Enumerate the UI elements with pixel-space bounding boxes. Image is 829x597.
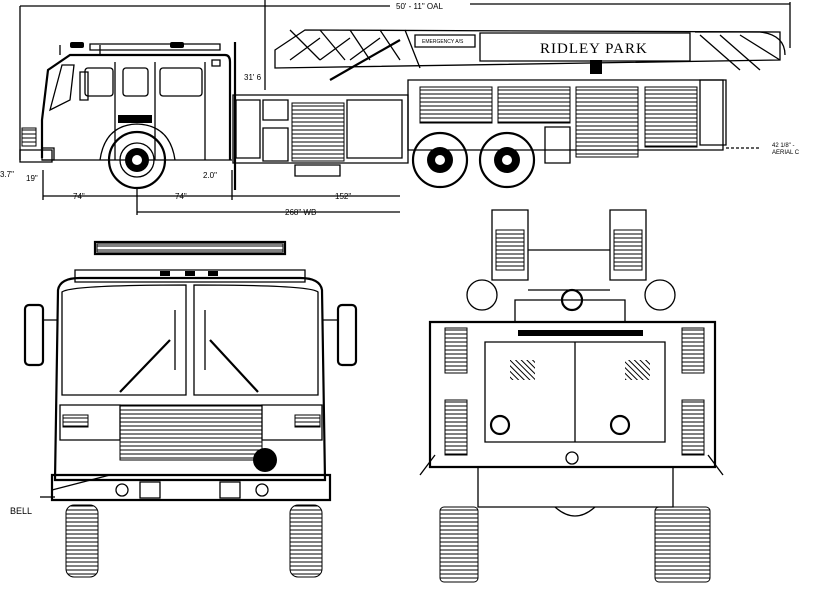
- axle-to-body-label: 74": [175, 192, 187, 201]
- body-compartments: [233, 42, 726, 190]
- ladder-sign-text: RIDLEY PARK: [540, 41, 648, 57]
- bell: [253, 448, 277, 472]
- ladder-small-sign: EMERGENCY A/S: [422, 39, 464, 45]
- rear-right-tires: [655, 507, 710, 582]
- bumper-height-label: 3.7": [0, 170, 14, 179]
- overall-length-dimension: 50' - 11" OAL: [20, 0, 790, 160]
- cab: [20, 42, 232, 162]
- aerial-ladder: RIDLEY PARK EMERGENCY A/S: [275, 30, 785, 80]
- front-wheel: [100, 124, 175, 188]
- side-view: 50' - 11" OAL: [0, 0, 800, 217]
- overall-length-label: 50' - 11" OAL: [396, 2, 443, 11]
- height-label: 31' 6: [244, 73, 262, 82]
- front-view: BELL: [10, 242, 356, 577]
- grille: [120, 405, 262, 460]
- rear-view: [420, 210, 723, 582]
- rear-note-1: 42 1/8" -: [772, 143, 794, 149]
- gap-label: 2.0": [203, 171, 217, 180]
- wheelbase-label: 268" WB: [285, 208, 316, 217]
- bell-label: BELL: [10, 506, 32, 516]
- rear-wheels: [413, 133, 534, 187]
- front-to-axle-label: 74": [73, 192, 85, 201]
- front-right-tire: [290, 505, 322, 577]
- body-length-label: 152": [335, 192, 351, 201]
- rear-left-tires: [440, 507, 478, 582]
- rear-note-2: AERIAL C: [772, 150, 800, 156]
- side-dimensions: 31' 6 3.7" 19" 2.0" 74" 74" 152" 268" WB…: [0, 73, 800, 217]
- front-left-tire: [66, 505, 98, 577]
- overhang-label: 19": [26, 174, 38, 183]
